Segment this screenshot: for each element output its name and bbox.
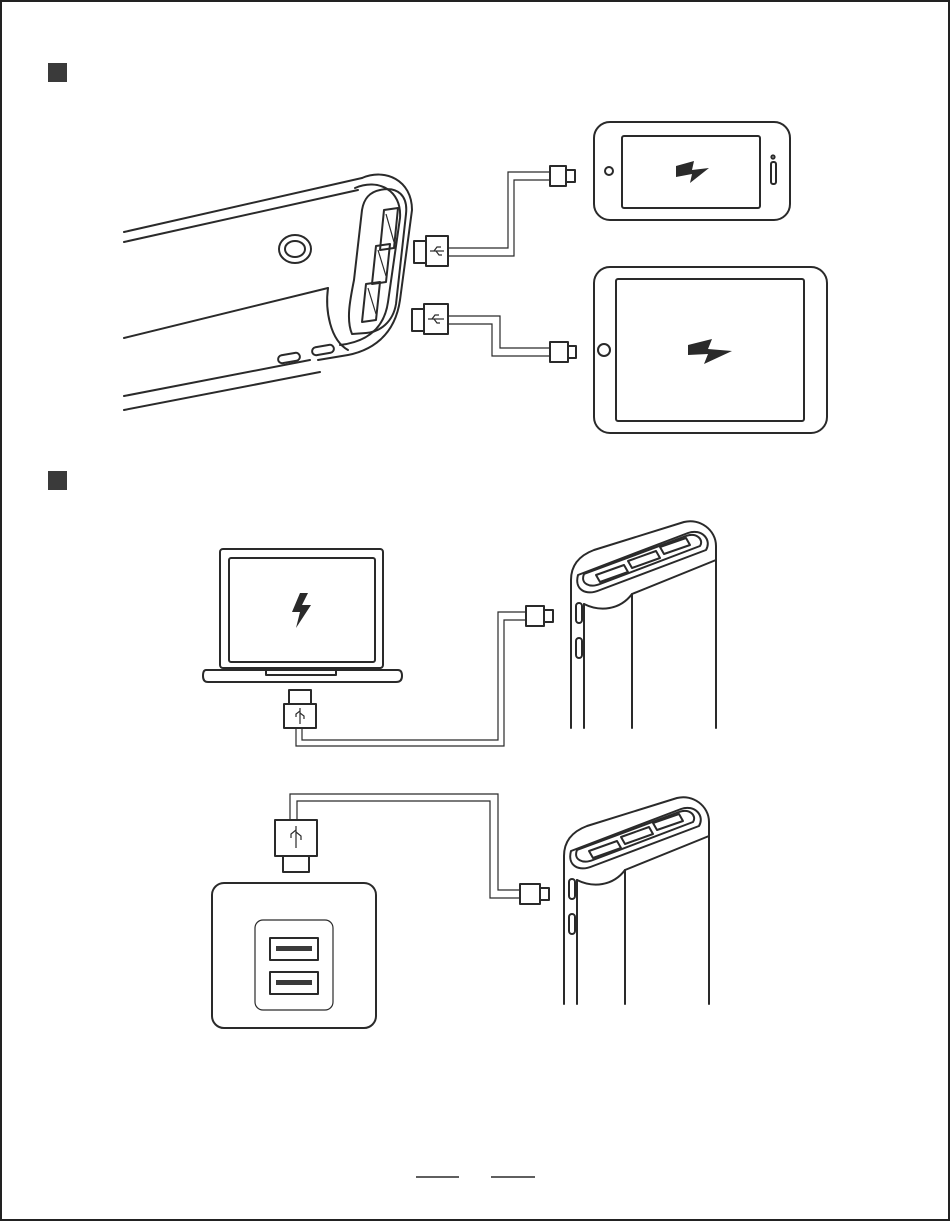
- lightning-bolt-icon: [676, 161, 709, 183]
- smartphone: [594, 122, 790, 220]
- micro-usb-plug: [550, 342, 576, 362]
- power-button-icon: [279, 235, 311, 263]
- lightning-bolt-icon: [688, 339, 732, 364]
- micro-usb-port: [576, 603, 582, 623]
- power-bank: [564, 797, 709, 1004]
- usb-a-plug: [275, 820, 317, 872]
- usb-a-plug: [284, 690, 316, 728]
- section-marker-square: [48, 471, 67, 490]
- usb-a-plug: [414, 236, 448, 266]
- micro-usb-port: [569, 879, 575, 899]
- micro-usb-port: [311, 344, 334, 356]
- section-marker-square: [48, 63, 67, 82]
- micro-usb-plug: [526, 606, 553, 626]
- micro-usb-port: [569, 914, 575, 934]
- micro-usb-port: [576, 638, 582, 658]
- tablet: [594, 267, 827, 433]
- usb-cable: [275, 794, 549, 904]
- laptop: [203, 549, 402, 682]
- lightning-bolt-icon: [292, 593, 311, 628]
- wall-charger: [212, 883, 376, 1028]
- usb-cable-to-tablet: [412, 304, 576, 362]
- usb-port: [362, 282, 380, 322]
- micro-usb-plug: [550, 166, 575, 186]
- usb-a-plug: [412, 304, 448, 334]
- usb-cable-to-phone: [414, 166, 575, 266]
- usb-port: [270, 938, 318, 960]
- power-bank: [124, 175, 412, 410]
- micro-usb-plug: [520, 884, 549, 904]
- power-bank: [571, 521, 716, 728]
- usb-port: [270, 972, 318, 994]
